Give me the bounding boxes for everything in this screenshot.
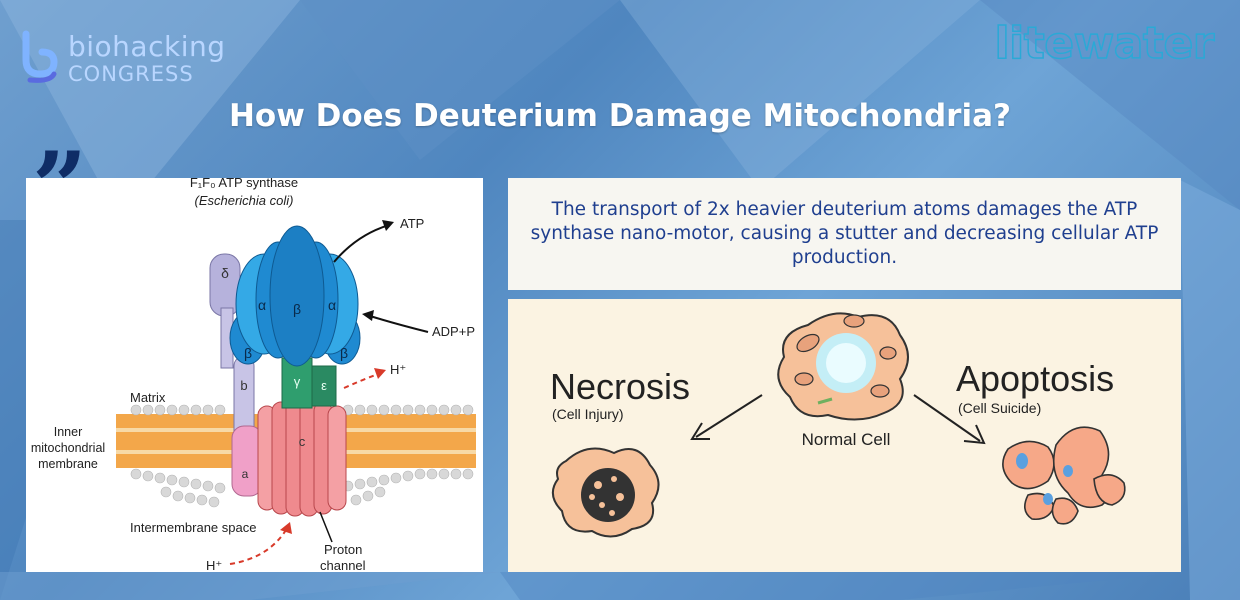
logo-text-biohacking: biohacking [68,30,226,63]
atp-label: ATP [400,216,424,231]
h-plus-bottom-arrow-icon [229,529,287,565]
subunit-c-ring [257,399,347,517]
page-title: How Does Deuterium Damage Mitochondria? [228,98,1011,134]
subunit-delta-label: δ [221,265,229,281]
necrosis-arrow-icon [690,394,763,440]
caption-text: The transport of 2x heavier deuterium at… [530,199,1159,268]
normal-cell-label: Normal Cell [802,430,891,449]
atp-synthase-diagram: F₁F₀ ATP synthase (Escherichia coli) [26,175,483,573]
intermembrane-label: Intermembrane space [130,520,256,535]
diagram-title-line1: F₁F₀ ATP synthase [190,178,298,190]
inner-membrane-label-2: mitochondrial [31,441,105,455]
logo-text-congress: CONGRESS [68,62,194,86]
cell-fate-figure: Normal Cell Necrosis (Cell Injury) Apopt… [550,312,1126,538]
subunit-a-label: a [242,467,249,481]
subunit-alpha-left-label: α [258,297,266,313]
subunit-c-label: c [299,434,306,449]
proton-channel-label-2: channel [320,558,366,572]
subunit-alpha-right-label: α [328,297,336,313]
atp-synthase-figure: F₁F₀ ATP synthase (Escherichia coli) [31,175,476,573]
h-plus-top-label: H⁺ [390,362,406,377]
proton-channel-label-1: Proton [324,542,362,557]
proton-channel-pointer [319,511,333,543]
necrotic-cell [551,447,660,538]
subunit-delta [209,253,241,317]
h-plus-bottom-label: H⁺ [206,558,222,572]
matrix-label: Matrix [130,390,166,405]
atp-arrow-icon [333,225,387,263]
apoptosis-subtitle: (Cell Suicide) [958,400,1041,416]
apoptosis-title: Apoptosis [956,358,1114,399]
f1-head [229,225,361,367]
adp-arrow-icon [369,315,429,333]
inner-membrane-label-3: membrane [38,457,98,471]
caption-panel: The transport of 2x heavier deuterium at… [508,178,1181,290]
subunit-beta-right-label: β [340,345,348,361]
subunit-beta-left-label: β [244,345,252,361]
subunit-gamma-label: γ [294,374,301,389]
necrosis-subtitle: (Cell Injury) [552,406,624,422]
subunit-epsilon-label: ε [321,378,327,393]
inner-membrane-label-1: Inner [54,425,83,439]
normal-cell [777,312,909,421]
subunit-epsilon [311,365,337,407]
subunit-beta-center-label: β [293,301,301,317]
cell-fate-panel: Normal Cell Necrosis (Cell Injury) Apopt… [508,299,1181,572]
subunit-b-label: b [240,378,247,393]
apoptotic-nuclear-fragments [1016,453,1073,505]
adp-label: ADP+P [432,324,475,339]
diagram-title-line2: (Escherichia coli) [195,193,294,208]
biohacking-mark-icon [22,30,58,83]
necrosis-title: Necrosis [550,366,690,407]
biohacking-congress-logo: biohacking CONGRESS [20,28,250,88]
apoptotic-cell-fragments [1002,426,1126,525]
h-plus-top-arrow-icon [343,373,379,389]
apoptosis-arrow-icon [913,394,986,445]
litewater-logo: litewater [994,17,1215,70]
